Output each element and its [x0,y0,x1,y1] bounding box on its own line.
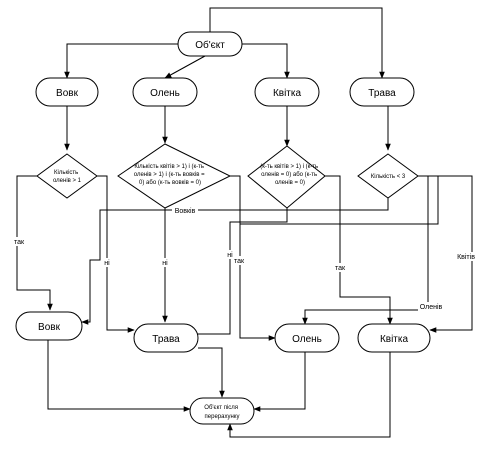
edge-grass-yes [240,176,439,225]
flower-node-label: Квітка [273,88,302,99]
deer-node-label: Олень [150,88,180,99]
flower-condition-line2: оленів = 0) або (к-ть [261,172,317,178]
wolf-condition-line1: Кількість [54,170,78,176]
result-deer-node [274,323,340,353]
result-grass-label: Трава [152,334,180,345]
edge-label-yes-wolf: так [14,239,25,246]
deer-condition-line2: оленів > 1) і (к-ть вовків = [134,172,205,178]
final-node-line1: Об'єкт після [204,405,238,411]
grass-node-label: Трава [368,88,396,99]
edge-resflower-to-final [227,350,391,438]
result-wolf-label: Вовк [38,322,61,333]
nodes: Об'єкт Вовк Олень Квітка Трава Кількість… [15,31,431,425]
final-node-line2: перерахунку [205,414,240,420]
edge-object-to-grass [209,7,385,79]
object-node-label: Об'єкт [195,39,225,51]
deer-condition-line1: Кількість квітів > 1) і (к-ть [134,164,204,170]
edge-grass-deer [302,176,429,325]
flower-node [254,77,320,107]
edge-resdeer-to-final [253,350,306,412]
deer-condition-line3: 0) або (к-ть вовків = 0) [139,180,201,186]
flower-condition-diamond [247,145,326,209]
final-node [189,397,255,425]
edge-labels: так ні ні ні так так Вовків Оленів Квіті… [13,206,477,311]
object-node [177,31,243,57]
wolf-condition-label: Кількість оленів > 1 [53,170,82,184]
flower-condition-label: (к-ть квітів > 1) і (к-ть оленів = 0) аб… [260,164,320,186]
final-node-label: Об'єкт після перерахунку [204,405,239,420]
edges [16,7,473,438]
deer-condition-diamond [117,143,232,209]
wolf-condition-diamond [36,153,98,199]
edge-label-yes-deer: так [234,258,245,265]
edge-object-to-flower [242,43,290,79]
deer-node [132,77,198,107]
grass-node [349,77,415,107]
edge-reswolf-to-final [47,340,191,412]
grass-condition-diamond [357,153,419,199]
flower-condition-line3: оленів = 0) [275,180,305,186]
edge-object-to-wolf [64,43,178,79]
edge-label-flowers: Квітів [457,253,475,261]
deer-condition-label: Кількість квітів > 1) і (к-ть оленів > 1… [134,164,207,186]
edge-label-no-flower: ні [227,251,233,259]
result-flower-node [357,323,431,353]
edge-wolf-no [97,175,135,333]
edge-label-yes-flower: так [335,265,346,272]
edge-label-no-deer: ні [162,259,168,267]
edge-object-to-deer [164,55,206,79]
edge-flower-yes [325,175,393,325]
edge-flower-no [133,208,288,337]
result-wolf-node [15,311,83,341]
edge-wolf-yes [16,175,53,311]
result-grass-node [133,323,199,353]
wolf-condition-line2: оленів > 1 [53,178,82,184]
result-deer-label: Олень [292,334,322,345]
wolf-node [35,77,99,107]
result-flower-label: Квітка [380,334,409,345]
flower-condition-line1: (к-ть квітів > 1) і (к-ть [260,164,318,170]
grass-condition-label: Кількість < 3 [371,174,406,180]
wolf-node-label: Вовк [56,88,79,99]
edge-resgrass-to-final [198,347,225,398]
edge-label-no-wolf: ні [104,259,110,267]
edge-grass-wolves [81,198,389,325]
edge-label-wolves: Вовків [175,207,196,215]
edge-label-deer: Оленів [420,303,443,311]
